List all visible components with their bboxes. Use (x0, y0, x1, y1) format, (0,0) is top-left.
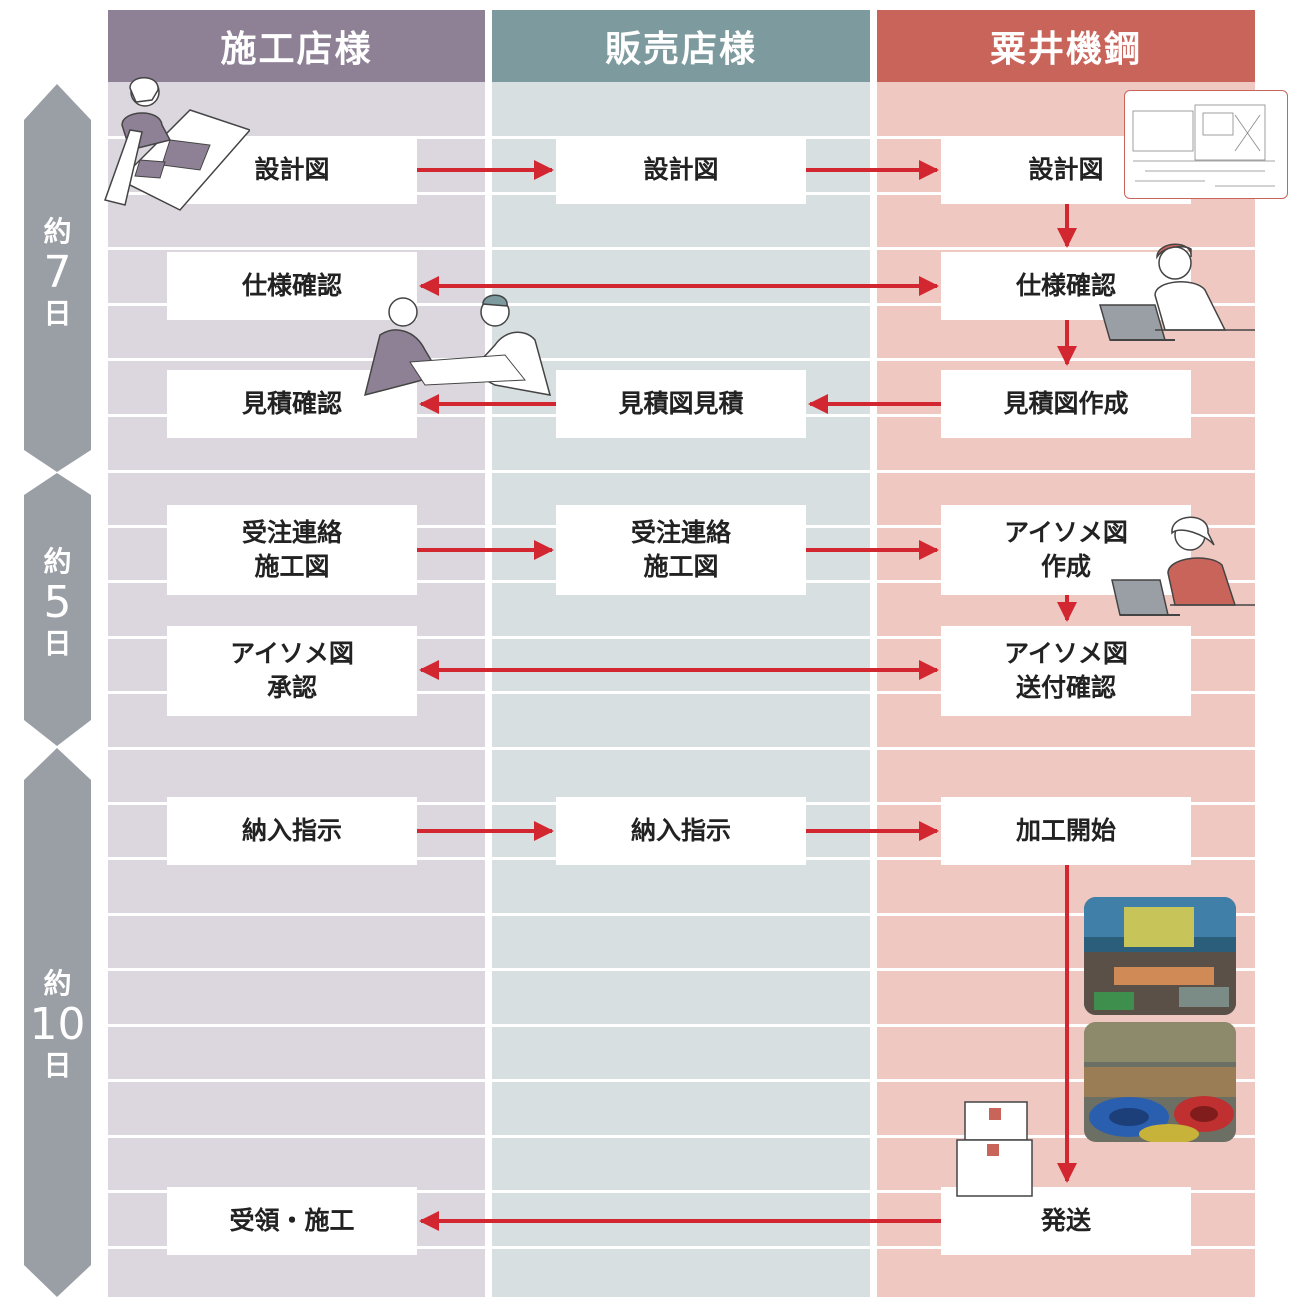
row-divider (492, 968, 870, 971)
row-divider (108, 1079, 485, 1082)
row-divider (492, 691, 870, 694)
row-divider (108, 1024, 485, 1027)
phase-unit: 日 (43, 297, 72, 330)
row-divider (108, 913, 485, 916)
phase-chevron-3 (24, 748, 91, 1297)
box-builder-design: 設計図 (167, 136, 417, 204)
boxes-illustration (956, 1101, 1033, 1197)
blueprint-thumbnail (1124, 90, 1288, 199)
phase-number: 5 (43, 577, 72, 628)
row-divider (492, 1246, 870, 1249)
phase-prefix: 約 (43, 545, 72, 578)
phase-chevron-2 (24, 473, 91, 746)
phase-prefix: 約 (43, 215, 72, 248)
woman-with-laptop-illustration (1111, 516, 1255, 616)
row-divider (492, 1024, 870, 1027)
row-divider (877, 247, 1255, 250)
box-builder-spec-check: 仕様確認 (167, 252, 417, 320)
row-divider (492, 1135, 870, 1138)
box-dealer-design: 設計図 (556, 136, 806, 204)
row-divider (108, 968, 485, 971)
row-divider (877, 470, 1255, 473)
phase-number: 10 (29, 999, 86, 1050)
row-divider (492, 747, 870, 750)
box-maker-ship: 発送 (941, 1187, 1191, 1255)
man-with-laptop-illustration (1099, 243, 1255, 341)
cable-warehouse-photo (1084, 1022, 1236, 1142)
machining-photo (1084, 897, 1236, 1015)
woman-with-drawings-illustration (104, 77, 250, 211)
phase-prefix: 約 (43, 967, 72, 1000)
header-builder: 施工店様 (108, 10, 485, 82)
row-divider (108, 358, 485, 361)
row-divider (492, 470, 870, 473)
row-divider (108, 470, 485, 473)
phase-label-7days: 約 7 日 (24, 214, 91, 332)
header-maker: 粟井機鋼 (877, 10, 1255, 82)
box-maker-iso-send: アイソメ図 送付確認 (941, 626, 1191, 716)
phase-unit: 日 (43, 1049, 72, 1082)
phase-label-5days: 約 5 日 (24, 544, 91, 662)
handshake-illustration (363, 294, 552, 397)
row-divider (492, 1190, 870, 1193)
phase-unit: 日 (43, 627, 72, 660)
row-divider (492, 358, 870, 361)
box-maker-estimate-drawing: 見積図作成 (941, 370, 1191, 438)
phase-chevron-1 (24, 84, 91, 472)
row-divider (492, 1079, 870, 1082)
row-divider (877, 747, 1255, 750)
box-dealer-estimate: 見積図見積 (556, 370, 806, 438)
row-divider (492, 636, 870, 639)
box-builder-delivery: 納入指示 (167, 797, 417, 865)
phase-label-10days: 約 10 日 (24, 966, 91, 1084)
row-divider (108, 747, 485, 750)
box-builder-iso-approve: アイソメ図 承認 (167, 626, 417, 716)
box-maker-processing: 加工開始 (941, 797, 1191, 865)
box-builder-order: 受注連絡 施工図 (167, 505, 417, 595)
row-divider (492, 247, 870, 250)
row-divider (108, 1135, 485, 1138)
row-divider (492, 913, 870, 916)
row-divider (108, 247, 485, 250)
phase-number: 7 (43, 247, 72, 298)
row-divider (492, 303, 870, 306)
box-dealer-order: 受注連絡 施工図 (556, 505, 806, 595)
box-dealer-delivery: 納入指示 (556, 797, 806, 865)
header-dealer: 販売店様 (492, 10, 870, 82)
box-builder-receive: 受領・施工 (167, 1187, 417, 1255)
